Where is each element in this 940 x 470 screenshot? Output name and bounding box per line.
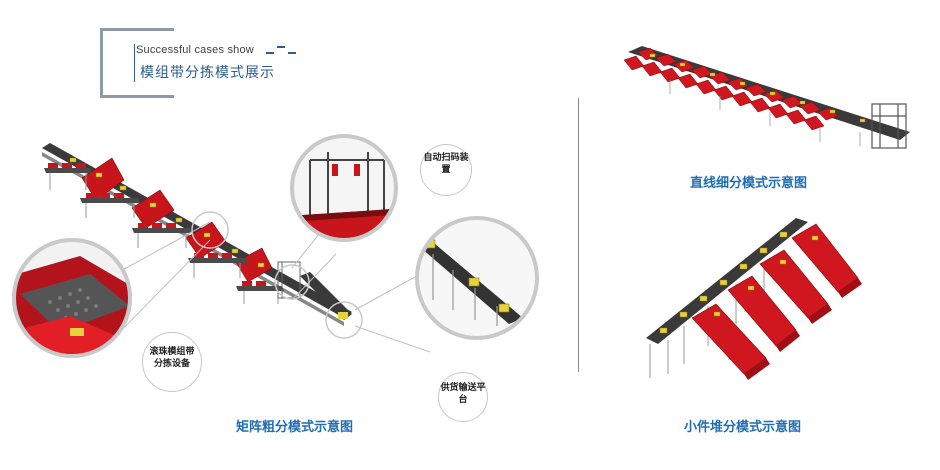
feeder-detail-magnifier bbox=[415, 216, 539, 340]
roller-label: 滚珠模组带分拣设备 bbox=[149, 347, 195, 369]
roller-label-ring bbox=[142, 332, 202, 392]
scanner-label: 自动扫码装置 bbox=[423, 153, 469, 175]
roller-detail-magnifier bbox=[12, 238, 132, 358]
stack-sorting-illustration bbox=[646, 218, 862, 380]
header-dash bbox=[266, 52, 274, 54]
scanner-detail-magnifier bbox=[290, 134, 398, 242]
header-accent-line bbox=[134, 44, 135, 82]
header-dash bbox=[277, 46, 285, 48]
header-title-en: Successful cases show bbox=[136, 44, 254, 56]
header-bracket bbox=[100, 28, 174, 98]
scanner-label-ring bbox=[420, 144, 472, 196]
linear-caption: 直线细分模式示意图 bbox=[690, 176, 808, 191]
stack-caption: 小件堆分模式示意图 bbox=[684, 420, 802, 435]
feeder-label-ring bbox=[438, 372, 488, 422]
linear-sorting-illustration bbox=[623, 46, 910, 149]
header-title-cn: 模组带分拣模式展示 bbox=[140, 65, 275, 81]
matrix-caption: 矩阵粗分模式示意图 bbox=[236, 420, 354, 435]
section-divider bbox=[578, 98, 579, 372]
feeder-label: 供货输送平台 bbox=[440, 383, 486, 405]
header-dash bbox=[288, 52, 296, 54]
